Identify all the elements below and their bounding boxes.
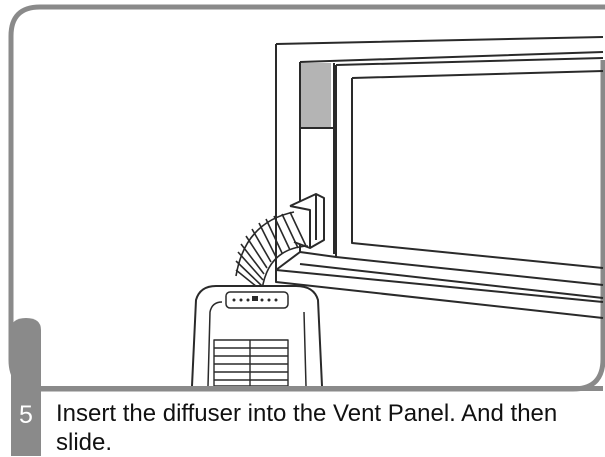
step-number: 5	[12, 400, 40, 430]
step-illustration	[192, 37, 603, 386]
step-instruction: Insert the diffuser into the Vent Panel.…	[56, 399, 596, 457]
vent-panel-block	[301, 63, 331, 128]
window-sill	[276, 264, 603, 318]
ac-grille	[214, 340, 288, 386]
